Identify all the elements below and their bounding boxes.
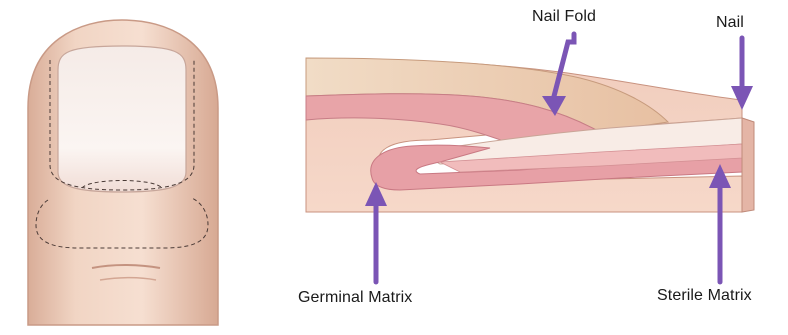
arrow-sterile-matrix bbox=[709, 164, 731, 282]
label-germinal-matrix: Germinal Matrix bbox=[298, 289, 412, 307]
label-nail-fold: Nail Fold bbox=[532, 8, 596, 26]
label-sterile-matrix: Sterile Matrix bbox=[657, 287, 752, 305]
label-nail: Nail bbox=[716, 14, 744, 32]
toe-top-view bbox=[28, 20, 218, 325]
toe-nail-plate bbox=[58, 46, 186, 192]
section-end-face bbox=[742, 118, 754, 212]
